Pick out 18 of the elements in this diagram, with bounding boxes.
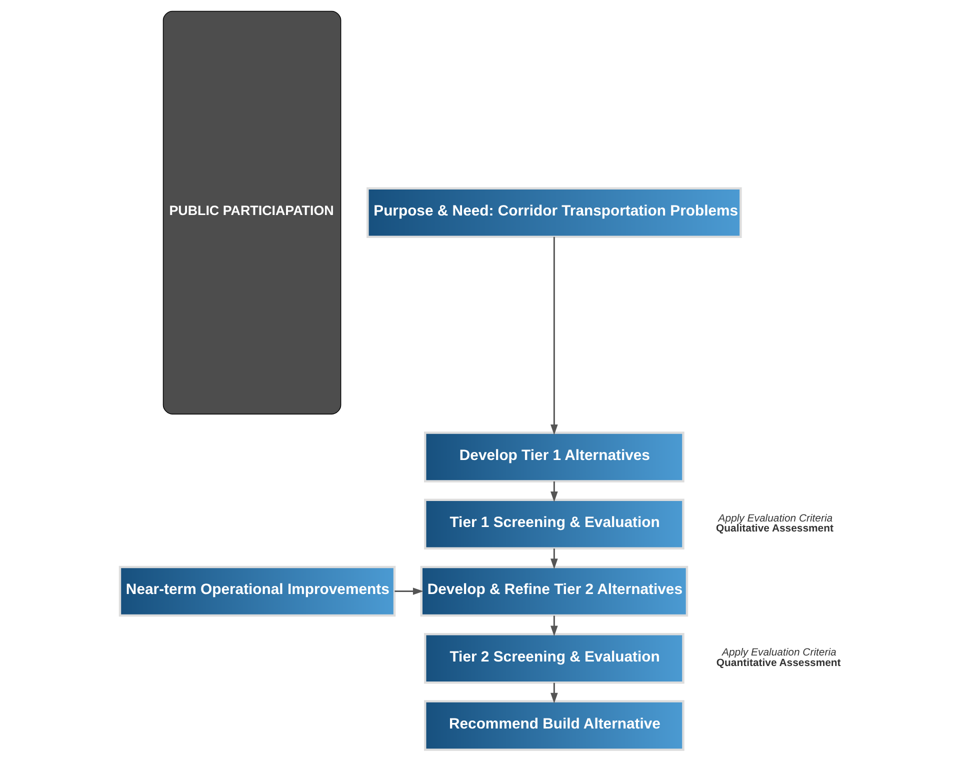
node-label: Quantitative Assessment	[716, 658, 841, 670]
node-label: Qualitative Assessment	[716, 524, 834, 535]
node-box: Tier 2 Screening & Evaluation	[424, 633, 684, 684]
node-box: Recommend Build Alternative	[424, 700, 684, 751]
node-box: Near-term Operational Improvements	[118, 566, 396, 617]
node-box: Purpose & Need: Corridor Transportation Problems	[366, 187, 742, 238]
node-box: Develop & Refine Tier 2 Alternatives	[420, 566, 688, 617]
arrow	[550, 616, 558, 636]
arrow	[550, 548, 558, 570]
arrow	[550, 481, 558, 502]
node-label: Apply Evaluation Criteria	[718, 513, 833, 524]
arrow	[550, 236, 558, 435]
arrow	[550, 682, 558, 704]
node-box: PUBLIC PARTICIAPATION	[162, 10, 342, 414]
node-label: Apply Evaluation Criteria	[722, 648, 836, 659]
node-box: Develop Tier 1 Alternatives	[424, 432, 684, 482]
arrow	[394, 588, 424, 595]
node-box: Tier 1 Screening & Evaluation	[424, 498, 684, 550]
